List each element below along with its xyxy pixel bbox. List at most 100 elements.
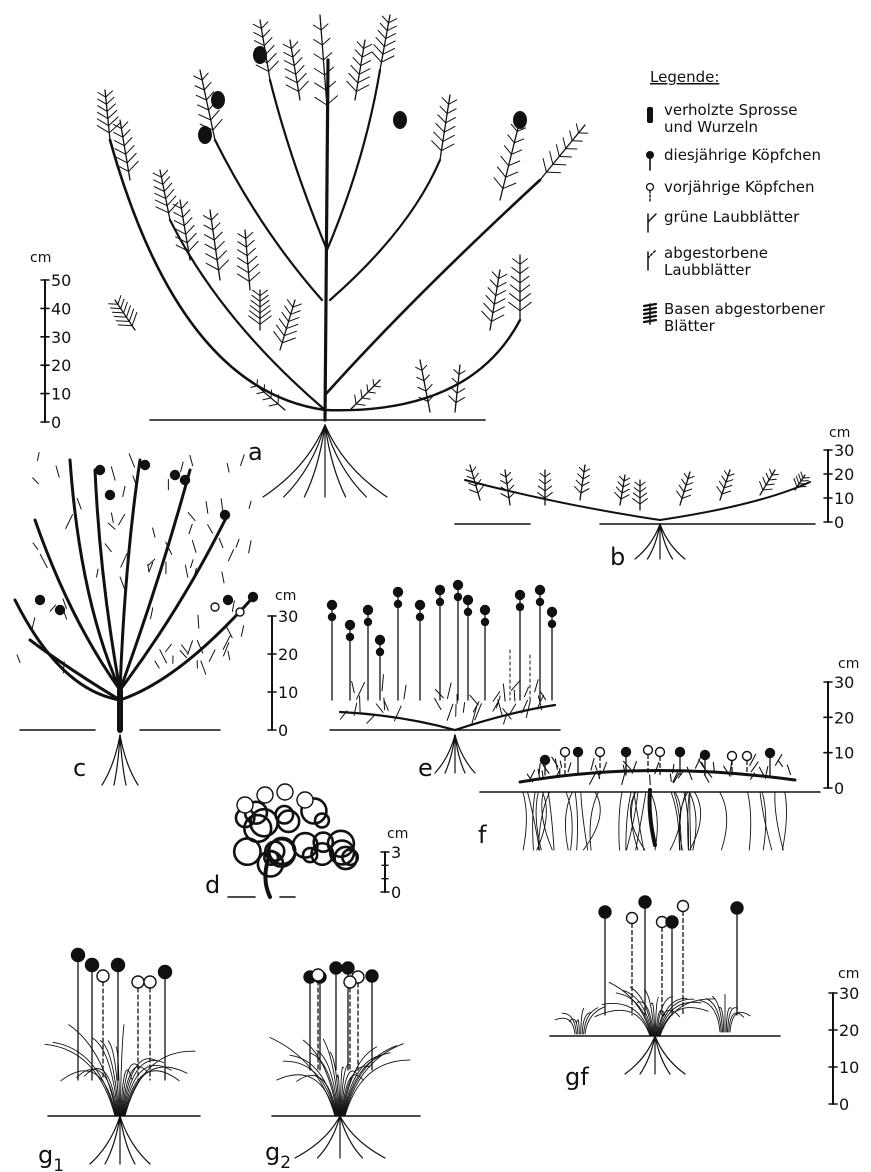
leaf — [540, 473, 545, 477]
current-year-head — [513, 111, 527, 129]
stem — [270, 80, 327, 250]
leaf — [447, 704, 453, 720]
scale-tick-label: 30 — [834, 441, 854, 460]
shoot — [250, 380, 285, 410]
last-year-head — [257, 787, 273, 803]
leaf — [550, 152, 553, 165]
leaf — [543, 765, 549, 773]
panel-label-main: g — [265, 1138, 280, 1166]
scale-tick-label: 10 — [834, 489, 854, 508]
scale-unit: cm — [838, 966, 859, 982]
leaf — [763, 477, 766, 485]
leaf — [322, 38, 330, 45]
leaf — [183, 210, 190, 217]
leaf — [118, 296, 121, 305]
leaf — [633, 493, 640, 498]
twig — [190, 560, 193, 568]
leaf — [248, 256, 257, 264]
leaf — [520, 259, 527, 265]
twig — [188, 513, 195, 521]
icon-leaf-base — [644, 308, 656, 310]
leaf — [114, 132, 123, 137]
panel-label-b: b — [610, 543, 625, 571]
grass-leaf — [585, 1007, 605, 1034]
current-year-head — [330, 962, 342, 974]
current-year-head — [181, 476, 190, 485]
scale-tick-label: 20 — [278, 645, 298, 664]
twig — [151, 608, 153, 619]
plant-gf — [550, 896, 780, 1074]
leaf — [358, 77, 370, 83]
leaf — [655, 763, 659, 774]
current-year-head — [666, 916, 678, 928]
leaf — [542, 771, 543, 778]
stem — [327, 70, 380, 250]
leaf — [504, 146, 511, 155]
current-year-head — [377, 649, 384, 656]
leaf — [315, 97, 327, 105]
current-year-head — [481, 606, 490, 615]
scale-tick-label: 20 — [834, 465, 854, 484]
leaf — [797, 486, 806, 487]
leaf — [512, 267, 520, 273]
twig — [105, 544, 111, 552]
leaf — [570, 131, 572, 141]
leaf — [525, 687, 529, 697]
last-year-head — [743, 752, 752, 761]
twig — [249, 501, 251, 508]
root — [523, 792, 527, 850]
leaf — [640, 488, 646, 492]
root — [90, 1116, 120, 1164]
leaf — [352, 681, 355, 692]
leaf — [161, 170, 167, 177]
leaf — [291, 42, 297, 49]
leaf — [553, 164, 566, 165]
leaf — [770, 469, 772, 475]
current-year-head — [394, 588, 403, 597]
leaf — [118, 325, 132, 326]
leaf — [623, 761, 630, 769]
leaf — [454, 370, 459, 375]
twig — [228, 550, 233, 561]
leaf — [449, 396, 456, 403]
leaf — [615, 492, 621, 499]
leaf — [294, 58, 302, 66]
leaf — [355, 50, 362, 57]
current-year-head — [574, 748, 583, 757]
leaf — [579, 467, 584, 472]
leaf — [297, 73, 306, 82]
twig — [227, 463, 229, 472]
root — [748, 792, 751, 850]
panel-label-main: d — [205, 871, 220, 899]
root — [575, 792, 577, 850]
current-year-head — [346, 621, 355, 630]
leaf — [252, 295, 260, 301]
leaf — [778, 760, 782, 766]
panel-label-c: c — [73, 754, 86, 782]
leaf — [472, 706, 477, 724]
current-year-head — [376, 636, 385, 645]
leaf — [482, 311, 492, 321]
leaf — [650, 775, 651, 785]
woody-branch — [120, 520, 225, 690]
leaf — [127, 153, 136, 162]
scale-tick-label: 30 — [51, 328, 71, 347]
grass-leaf — [344, 1046, 397, 1116]
twig — [182, 645, 188, 653]
leaf — [355, 395, 356, 404]
twig — [155, 661, 159, 668]
leaf — [176, 245, 188, 251]
leaf — [640, 499, 647, 504]
leaf — [436, 123, 444, 132]
leaf — [286, 77, 298, 83]
twig — [198, 615, 199, 628]
last-year-head — [144, 976, 156, 988]
twig — [236, 539, 239, 547]
leaf — [501, 156, 509, 165]
scale-tick-label: 40 — [51, 299, 71, 318]
leaf — [260, 290, 267, 296]
leaf — [382, 16, 388, 23]
leaf — [380, 23, 387, 30]
root — [340, 1116, 385, 1158]
